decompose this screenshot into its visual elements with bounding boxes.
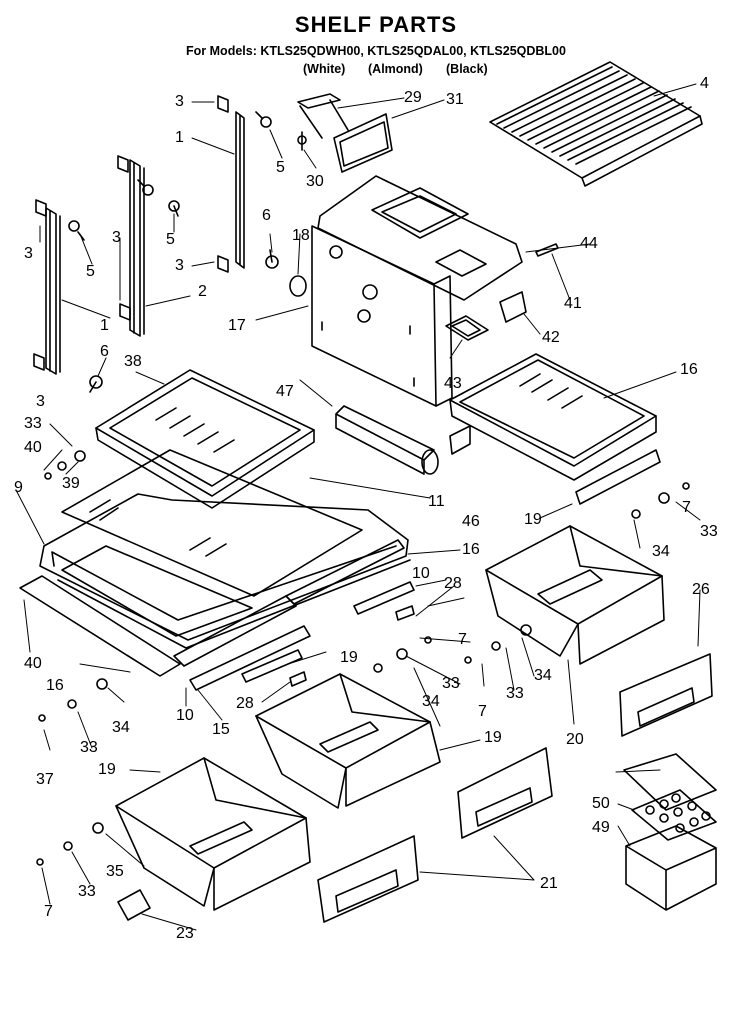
- callout-43: 43: [444, 375, 462, 392]
- callout-33: 33: [78, 883, 96, 900]
- washers-and-screws: [36, 450, 690, 866]
- callout-44: 44: [580, 235, 598, 252]
- callout-33: 33: [700, 523, 718, 540]
- callout-7: 7: [458, 631, 467, 648]
- callout-42: 42: [542, 329, 560, 346]
- callout-46: 46: [462, 513, 480, 530]
- diagram-title: SHELF PARTS: [294, 12, 458, 37]
- callout-33: 33: [80, 739, 98, 756]
- crisper-pan-part-19-left: [115, 757, 311, 911]
- shelf-ladder-rails: [45, 111, 245, 375]
- callout-33: 33: [24, 415, 42, 432]
- callout-7: 7: [478, 703, 487, 720]
- callout-37: 38: [124, 353, 142, 370]
- callout-11: 11: [428, 493, 445, 510]
- callout-47: 47: [276, 383, 294, 400]
- divider-part-25: [117, 889, 151, 921]
- callout-38: 39: [62, 475, 80, 492]
- callout-35: 37: [36, 771, 54, 788]
- callout-25: 23: [176, 925, 194, 942]
- callout-34: 35: [106, 863, 124, 880]
- callout-34: 34: [652, 543, 670, 560]
- small-parts-41-43: [445, 243, 559, 341]
- callout-3: 3: [24, 245, 33, 262]
- callout-49: 50: [592, 795, 610, 812]
- callout-30: 30: [306, 173, 324, 190]
- glass-shelf-part-12: [449, 353, 657, 481]
- callout-3: 3: [175, 257, 184, 274]
- trim-part-47: [335, 405, 439, 475]
- callout-21: 19: [524, 511, 542, 528]
- model-list: For Models: KTLS25QDWH00, KTLS25QDAL00, …: [186, 44, 566, 58]
- callout-9: 9: [14, 479, 23, 496]
- callout-40: 40: [24, 655, 42, 672]
- callout-29: 29: [404, 89, 422, 106]
- top-bracket-assembly: [297, 93, 393, 173]
- callout-41: 41: [564, 295, 582, 312]
- callout-16: 16: [46, 677, 64, 694]
- drawer-fronts: [317, 653, 713, 923]
- color-black: (Black): [446, 62, 488, 76]
- callout-33: 33: [442, 675, 460, 692]
- callout-1: 1: [100, 317, 109, 334]
- callout-5: 5: [86, 263, 95, 280]
- callout-7: 7: [682, 499, 691, 516]
- ladder-brackets-part-3: [33, 95, 229, 371]
- color-white: (White): [303, 62, 346, 76]
- callout-7: 7: [44, 903, 53, 920]
- callout-34: 34: [534, 667, 552, 684]
- rear-panel-part-17: [289, 225, 453, 407]
- shelf-frame-part-9: [39, 493, 411, 649]
- callout-5: 5: [166, 231, 175, 248]
- callout-28: 28: [444, 575, 462, 592]
- crisper-pan-part-19-center: [255, 673, 441, 809]
- front-rails: [19, 539, 415, 691]
- callout-10: 10: [176, 707, 194, 724]
- callout-3: 3: [112, 229, 121, 246]
- callout-19: 19: [98, 761, 116, 778]
- leader-lines: [15, 83, 701, 931]
- control-housing-part-44: [317, 175, 523, 301]
- callout-26: 26: [692, 581, 710, 598]
- callout-48: 49: [592, 819, 610, 836]
- callout-5: 5: [276, 159, 285, 176]
- egg-bin-parts-48-50: [623, 753, 717, 911]
- callout-3: 3: [36, 393, 45, 410]
- glass-plate-part-11: [61, 449, 363, 597]
- callout-39: 40: [24, 439, 42, 456]
- callout-17: 17: [228, 317, 246, 334]
- callout-20: 19: [340, 649, 358, 666]
- callout-12: 16: [680, 361, 698, 378]
- callout-3: 3: [175, 93, 184, 110]
- glass-shelf-part-37: [95, 369, 315, 509]
- callout-28: 28: [236, 695, 254, 712]
- callout-2: 2: [198, 283, 207, 300]
- callout-34: 34: [112, 719, 130, 736]
- trim-part-21: [575, 449, 661, 505]
- callout-1: 1: [175, 129, 184, 146]
- callout-16: 16: [462, 541, 480, 558]
- wire-shelf-part-4: [489, 61, 703, 187]
- callout-4: 4: [700, 75, 709, 92]
- callout-6: 6: [262, 207, 271, 224]
- color-almond: (Almond): [368, 62, 423, 76]
- callout-31: 31: [446, 91, 464, 108]
- callout-18: 18: [292, 227, 310, 244]
- callout-23: 20: [566, 731, 584, 748]
- callout-15: 15: [212, 721, 230, 738]
- screws: [68, 111, 279, 393]
- callout-10: 10: [412, 565, 430, 582]
- callout-19: 19: [484, 729, 502, 746]
- callout-34: 34: [422, 693, 440, 710]
- callout-33: 33: [506, 685, 524, 702]
- crisper-pan-part-23: [485, 525, 665, 665]
- callout-6: 6: [100, 343, 109, 360]
- callout-24: 21: [540, 875, 558, 892]
